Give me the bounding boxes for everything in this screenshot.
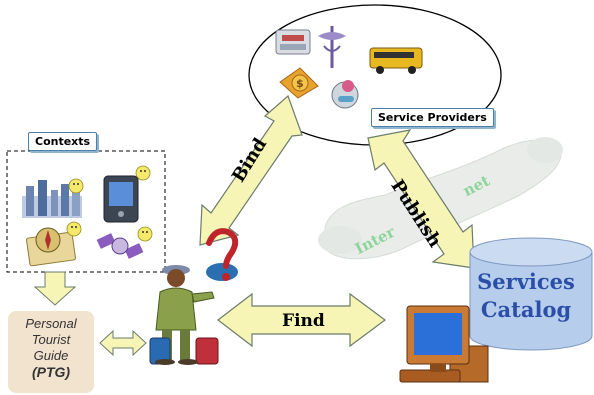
computer-icon: [399, 305, 489, 383]
ptg-box: Personal Tourist Guide (PTG): [8, 311, 94, 393]
contexts-callout: Contexts: [28, 132, 98, 151]
ptg-tourist-arrow: [99, 329, 147, 357]
question-mark-icon: [206, 228, 239, 281]
pharmacy-icon: [331, 80, 359, 109]
ptg-line-3: Guide: [33, 348, 69, 363]
city-skyline-icon: [22, 180, 82, 218]
find-label: Find: [282, 311, 325, 331]
pda-device-icon: [103, 175, 139, 223]
ptg-abbreviation: PTG: [36, 364, 66, 380]
compass-map-icon: [26, 227, 76, 267]
smiley-face-icon: [66, 165, 153, 242]
medical-caduceus-icon: [318, 26, 346, 68]
services-catalog-label: Services Catalog: [462, 268, 590, 324]
school-bus-icon: [369, 47, 423, 74]
catalog-word: Catalog: [480, 297, 572, 322]
ptg-close-paren: ): [65, 364, 71, 380]
services-catalog-database-icon: [469, 237, 593, 351]
ptg-line-1: Personal: [25, 316, 77, 331]
services-word: Services: [477, 269, 575, 294]
hotel-icon: [275, 29, 311, 55]
tourist-figure-icon: [149, 265, 219, 365]
svg-text:$: $: [296, 77, 304, 90]
bind-arrow: [199, 94, 303, 246]
money-dollar-icon: $: [279, 67, 319, 99]
contexts-to-ptg-arrow: [33, 271, 77, 306]
ptg-line-2: Tourist: [31, 332, 71, 347]
ptg-open-paren: (: [31, 364, 37, 380]
service-providers-callout: Service Providers: [371, 108, 494, 127]
internet-cloud-icon: [318, 137, 563, 260]
ptg-line-4: (PTG): [8, 364, 94, 381]
find-arrow: [217, 292, 387, 348]
smiley-eyes: [71, 170, 148, 233]
satellite-icon: [96, 233, 144, 259]
